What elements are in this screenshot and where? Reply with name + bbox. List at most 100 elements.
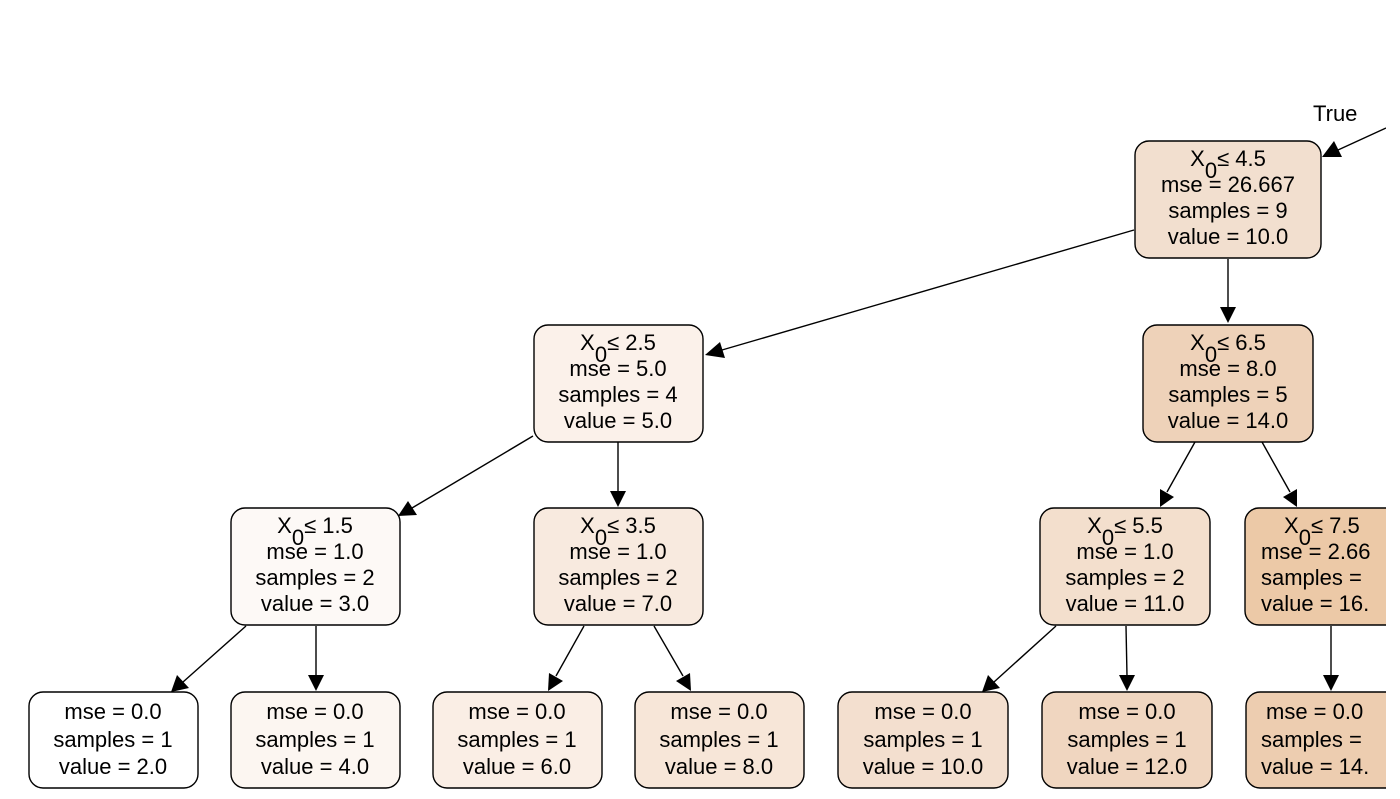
edge-5_5-to-leaf_12 [1125, 625, 1128, 677]
node-value: value = 4.0 [261, 754, 369, 779]
node-samples: samples = [1261, 727, 1362, 752]
tree-edges [171, 127, 1386, 692]
node-mse: mse = 26.667 [1161, 172, 1295, 197]
node-samples: samples = 1 [255, 727, 374, 752]
node-split-label: X0≤ 4.5 [1190, 146, 1266, 183]
node-value: value = 14. [1261, 754, 1369, 779]
split-node-x0-le-5_5: X0≤ 5.5 mse = 1.0 samples = 2 value = 11… [1039, 507, 1211, 626]
edge-root-in-arrowhead [1322, 141, 1342, 157]
edge-1_5-to-leaf_4-arrowhead [308, 675, 324, 691]
node-samples: samples = 4 [558, 382, 677, 407]
node-box [1134, 140, 1322, 259]
edge-5_5-to-leaf_10-arrowhead [982, 675, 1000, 692]
edge-2_5-to-1_5 [411, 435, 534, 509]
node-mse: mse = 1.0 [569, 539, 666, 564]
split-node-x0-le-1_5: X0≤ 1.5 mse = 1.0 samples = 2 value = 3.… [230, 507, 401, 626]
node-samples: samples = [1261, 565, 1362, 590]
leaf-node-value-4: mse = 0.0 samples = 1 value = 4.0 [230, 691, 401, 789]
node-box [432, 691, 603, 789]
edge-5_5-to-leaf_10 [993, 625, 1057, 683]
edge-7_5-to-leaf_14-arrowhead [1323, 675, 1339, 691]
leaf-node-value-12: mse = 0.0 samples = 1 value = 12.0 [1041, 691, 1213, 789]
node-split-label: X0≤ 3.5 [580, 513, 656, 550]
leaf-node-value-8: mse = 0.0 samples = 1 value = 8.0 [634, 691, 805, 789]
split-node-x0-le-2_5: X0≤ 2.5 mse = 5.0 samples = 4 value = 5.… [533, 324, 704, 443]
edge-label-true: True [1313, 101, 1357, 126]
edge-2_5-to-3_5-arrowhead [610, 491, 626, 507]
edge-3_5-to-leaf_6 [555, 625, 585, 677]
node-mse: mse = 0.0 [64, 699, 161, 724]
split-node-x0-le-3_5: X0≤ 3.5 mse = 1.0 samples = 2 value = 7.… [533, 507, 704, 626]
edge-root-in [1337, 127, 1386, 151]
node-mse: mse = 1.0 [266, 539, 363, 564]
leaf-node-value-10: mse = 0.0 samples = 1 value = 10.0 [837, 691, 1009, 789]
split-node-x0-le-6_5: X0≤ 6.5 mse = 8.0 samples = 5 value = 14… [1142, 324, 1314, 443]
node-value: value = 14.0 [1168, 408, 1288, 433]
edge-6_5-to-7_5 [1261, 441, 1291, 493]
node-box [1142, 324, 1314, 443]
node-samples: samples = 1 [659, 727, 778, 752]
node-box [1245, 691, 1386, 789]
edge-1_5-to-leaf_2 [182, 625, 247, 683]
edge-3_5-to-leaf_8 [653, 625, 684, 677]
node-box [1039, 507, 1211, 626]
node-samples: samples = 1 [457, 727, 576, 752]
edge-1_5-to-leaf_2-arrowhead [171, 675, 189, 692]
node-value: value = 8.0 [665, 754, 773, 779]
leaf-node-value-14: mse = 0.0 samples = value = 14. [1245, 691, 1386, 789]
node-box [230, 507, 401, 626]
edge-6_5-to-5_5 [1166, 441, 1196, 493]
node-box [533, 324, 704, 443]
node-value: value = 12.0 [1067, 754, 1187, 779]
node-mse: mse = 0.0 [670, 699, 767, 724]
node-value: value = 16. [1261, 591, 1369, 616]
node-split-label: X0≤ 7.5 [1284, 513, 1360, 550]
edge-6_5-to-7_5-arrowhead [1283, 489, 1297, 507]
node-box [28, 691, 199, 789]
node-mse: mse = 2.66 [1261, 539, 1370, 564]
edge-5_5-to-leaf_12-arrowhead [1119, 675, 1135, 691]
node-box [1041, 691, 1213, 789]
node-value: value = 11.0 [1066, 591, 1185, 616]
node-mse: mse = 5.0 [569, 356, 666, 381]
node-box [230, 691, 401, 789]
node-mse: mse = 0.0 [1266, 699, 1363, 724]
node-split-label: X0≤ 2.5 [580, 330, 656, 367]
node-samples: samples = 1 [53, 727, 172, 752]
edge-6_5-to-5_5-arrowhead [1160, 489, 1174, 507]
edge-3_5-to-leaf_8-arrowhead [676, 673, 691, 691]
node-samples: samples = 5 [1168, 382, 1287, 407]
node-samples: samples = 2 [1065, 565, 1184, 590]
node-value: value = 2.0 [59, 754, 167, 779]
node-mse: mse = 0.0 [266, 699, 363, 724]
node-value: value = 3.0 [261, 591, 369, 616]
node-value: value = 6.0 [463, 754, 571, 779]
node-mse: mse = 0.0 [874, 699, 971, 724]
edge-3_5-to-leaf_6-arrowhead [548, 673, 563, 691]
node-value: value = 5.0 [564, 408, 672, 433]
edge-4_5-to-2_5 [721, 229, 1135, 351]
leaf-node-value-6: mse = 0.0 samples = 1 value = 6.0 [432, 691, 603, 789]
node-box [837, 691, 1009, 789]
node-box [533, 507, 704, 626]
node-value: value = 7.0 [564, 591, 672, 616]
node-split-label: X0≤ 6.5 [1190, 330, 1266, 367]
node-samples: samples = 9 [1168, 198, 1287, 223]
node-mse: mse = 1.0 [1076, 539, 1173, 564]
edge-4_5-to-2_5-arrowhead [705, 342, 725, 358]
node-box [1244, 507, 1386, 626]
node-samples: samples = 1 [863, 727, 982, 752]
node-samples: samples = 2 [558, 565, 677, 590]
edge-2_5-to-1_5-arrowhead [398, 501, 417, 516]
node-box [634, 691, 805, 789]
split-node-x0-le-4_5: X0≤ 4.5 mse = 26.667 samples = 9 value =… [1134, 140, 1322, 259]
node-samples: samples = 2 [255, 565, 374, 590]
edge-4_5-to-6_5-arrowhead [1220, 307, 1236, 323]
node-value: value = 10.0 [1168, 224, 1288, 249]
node-split-label: X0≤ 5.5 [1087, 513, 1163, 550]
node-samples: samples = 1 [1067, 727, 1186, 752]
split-node-x0-le-7_5: X0≤ 7.5 mse = 2.66 samples = value = 16. [1244, 507, 1386, 626]
leaf-node-value-2: mse = 0.0 samples = 1 value = 2.0 [28, 691, 199, 789]
